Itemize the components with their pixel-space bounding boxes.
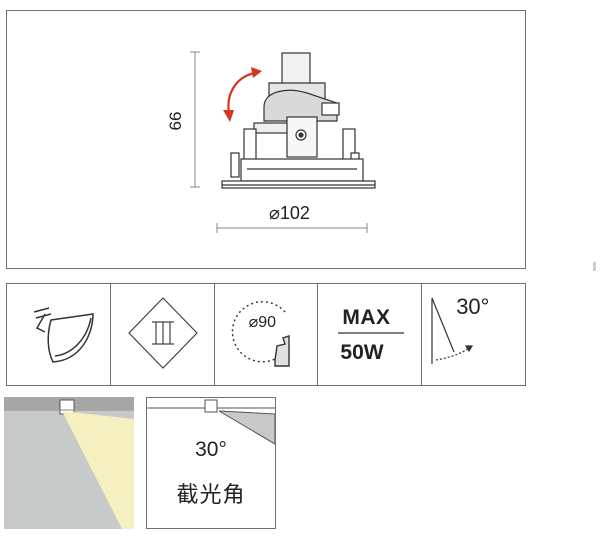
class-iii-icon: [127, 297, 198, 369]
downlight-side-view: [190, 51, 376, 233]
spec-cell-protection-class: [111, 284, 215, 385]
tilt-angle-icon: [431, 297, 474, 364]
fixture-body: [221, 52, 376, 189]
cutoff-angle-value: 30°: [195, 438, 227, 461]
rotation-arrow-icon: [223, 67, 262, 122]
max-label: MAX: [342, 306, 391, 329]
spec-cell-tilt-angle: 30°: [422, 284, 525, 385]
specs-strip: ⌀90 MAX 50W 30°: [6, 283, 526, 386]
technical-drawing-panel: 99 ⌀102: [6, 10, 526, 269]
max-power-value: 50W: [340, 341, 384, 364]
diameter-symbol: ⌀: [269, 203, 280, 223]
mr16-lamp-icon: [33, 307, 94, 363]
diameter-dimension-line: [216, 223, 368, 233]
spec-cell-max-power: MAX 50W: [318, 284, 423, 385]
cutout-symbol: ⌀: [248, 314, 259, 331]
diameter-value: 102: [279, 203, 310, 223]
cutoff-angle-panel: 30° 截光角: [146, 397, 276, 529]
edge-mark: [593, 262, 596, 271]
height-dimension-label: 99: [165, 111, 185, 131]
spec-cell-cutout: ⌀90: [215, 284, 319, 385]
tilt-angle-value: 30°: [456, 294, 490, 319]
diameter-dimension-label: ⌀102: [269, 203, 310, 224]
beam-light-graphic: [4, 397, 134, 529]
cutoff-angle-icon: [147, 399, 276, 445]
power-divider: [338, 332, 405, 334]
height-dimension-line: [190, 51, 200, 188]
spec-cell-lamp: [7, 284, 111, 385]
cutout-hole-icon: [231, 301, 290, 367]
cutoff-angle-illustration: [4, 397, 134, 529]
cutoff-angle-name: 截光角: [176, 483, 246, 508]
cutout-diameter-label: ⌀90: [249, 312, 276, 332]
cutout-value: 90: [258, 314, 277, 331]
